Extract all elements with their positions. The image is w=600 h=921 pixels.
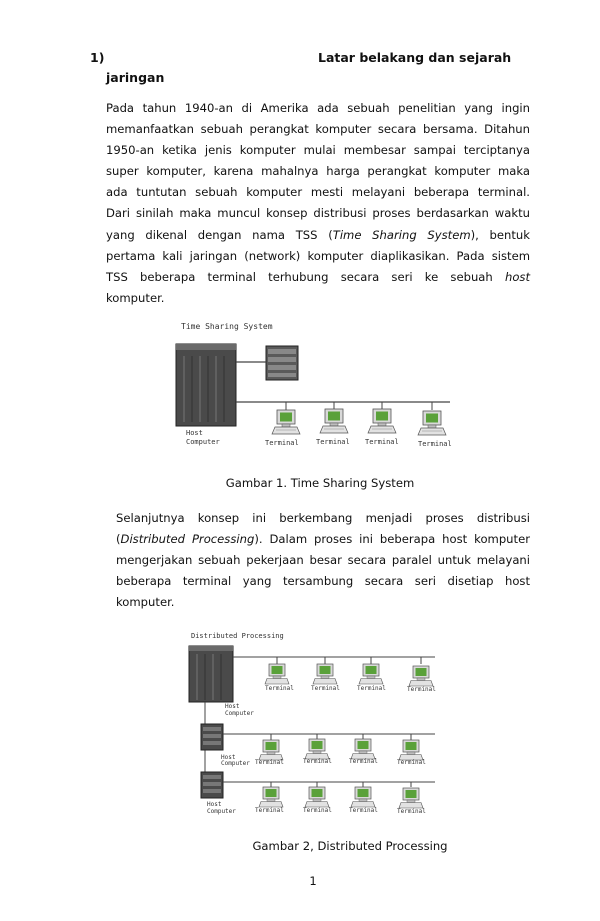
terminal-label: Terminal [349, 807, 378, 814]
host-computer-icon [200, 771, 224, 799]
terminal-label: Terminal [349, 758, 378, 765]
host-label: Computer [225, 710, 254, 717]
host-computer-icon [175, 343, 237, 427]
terminal-icon [304, 738, 330, 760]
text-segment: ), bentuk [470, 227, 530, 242]
controller-unit-icon [265, 345, 299, 381]
terminal-label: Terminal [397, 808, 426, 815]
text-line: Pada tahun 1940-an di Amerika ada sebuah… [106, 101, 530, 115]
terminal-label: Terminal [311, 685, 340, 692]
host-label: Host [221, 754, 236, 761]
text-line: (Distributed Processing). Dalam proses i… [116, 529, 530, 550]
section-number: 1) [90, 50, 105, 65]
terminal-label: Terminal [303, 807, 332, 814]
text-line: yang dikenal dengan nama TSS (Time Shari… [106, 225, 530, 246]
terminal-icon [271, 409, 301, 435]
figure-time-sharing-system: Time Sharing System Host Computer Termin… [175, 322, 452, 448]
terminal-icon [304, 786, 330, 808]
text-segment: TSS beberapa terminal terhubung secara s… [106, 269, 505, 284]
figure1-caption: Gambar 1. Time Sharing System [225, 476, 415, 490]
text-line: beberapa terminal yang tersambung secara… [116, 574, 530, 589]
italic-term: Time Sharing System [332, 227, 471, 242]
terminal-icon [264, 663, 290, 685]
text-line: Dari sinilah maka muncul konsep distribu… [106, 206, 530, 221]
italic-term: host [504, 269, 530, 284]
host-computer-icon [200, 723, 224, 751]
terminal-label: Terminal [255, 807, 284, 814]
terminal-icon [350, 738, 376, 760]
italic-term: Distributed Processing [120, 532, 255, 547]
terminal-icon [417, 410, 447, 436]
text-segment: yang dikenal dengan nama TSS ( [106, 227, 333, 242]
text-line: komputer. [116, 595, 175, 610]
host-label: Host [207, 801, 222, 808]
terminal-icon [398, 739, 424, 761]
figure2-caption: Gambar 2, Distributed Processing [252, 839, 448, 853]
text-line: pertama kali jaringan (network) komputer… [106, 248, 530, 263]
terminal-icon [408, 665, 434, 687]
terminal-label: Terminal [316, 438, 350, 446]
text-line: TSS beberapa terminal terhubung secara s… [106, 267, 530, 288]
paragraph-distributed: Selanjutnya konsep ini berkembang menjad… [116, 508, 530, 613]
text-line: komputer. [106, 290, 165, 305]
text-line: super komputer, karena mahalnya harga pe… [106, 164, 530, 179]
section-title: Latar belakang dan sejarah [318, 50, 512, 65]
terminal-icon [398, 787, 424, 809]
host-computer-icon [188, 645, 234, 703]
terminal-label: Terminal [365, 438, 399, 446]
host-label: Computer [186, 438, 220, 446]
page-number: 1 [309, 874, 317, 888]
text-line: Selanjutnya konsep ini berkembang menjad… [116, 511, 530, 525]
text-line: ada tuntutan sebuah komputer mesti melay… [106, 185, 530, 200]
text-line: mengerjakan sebuah pekerjaan besar secar… [116, 553, 530, 568]
figure-distributed-processing: Distributed Processing Host Computer Ter… [188, 632, 436, 815]
figure-title: Time Sharing System [181, 322, 273, 331]
terminal-icon [358, 663, 384, 685]
terminal-label: Terminal [357, 685, 386, 692]
terminal-icon [367, 408, 397, 434]
host-label: Computer [221, 760, 250, 767]
host-label: Computer [207, 808, 236, 815]
terminal-icon [350, 786, 376, 808]
text-segment: ( [116, 532, 121, 547]
text-line: 1950-an ketika jenis komputer mulai memb… [106, 143, 530, 158]
terminal-icon [258, 739, 284, 761]
paragraph-history: Pada tahun 1940-an di Amerika ada sebuah… [106, 98, 530, 309]
host-label: Host [186, 429, 203, 437]
text-segment: ). Dalam proses ini beberapa host komput… [254, 532, 530, 547]
host-label: Host [225, 703, 240, 710]
terminal-icon [258, 786, 284, 808]
terminal-label: Terminal [418, 440, 452, 448]
text-line: memanfaatkan sebuah perangkat komputer s… [106, 122, 530, 137]
terminal-label: Terminal [265, 439, 299, 447]
terminal-label: Terminal [397, 759, 426, 766]
section-title-continued: jaringan [106, 70, 165, 85]
terminal-label: Terminal [407, 686, 436, 693]
terminal-label: Terminal [265, 685, 294, 692]
terminal-label: Terminal [303, 758, 332, 765]
terminal-icon [312, 663, 338, 685]
terminal-label: Terminal [255, 759, 284, 766]
terminal-icon [319, 408, 349, 434]
figure-title: Distributed Processing [191, 632, 284, 640]
